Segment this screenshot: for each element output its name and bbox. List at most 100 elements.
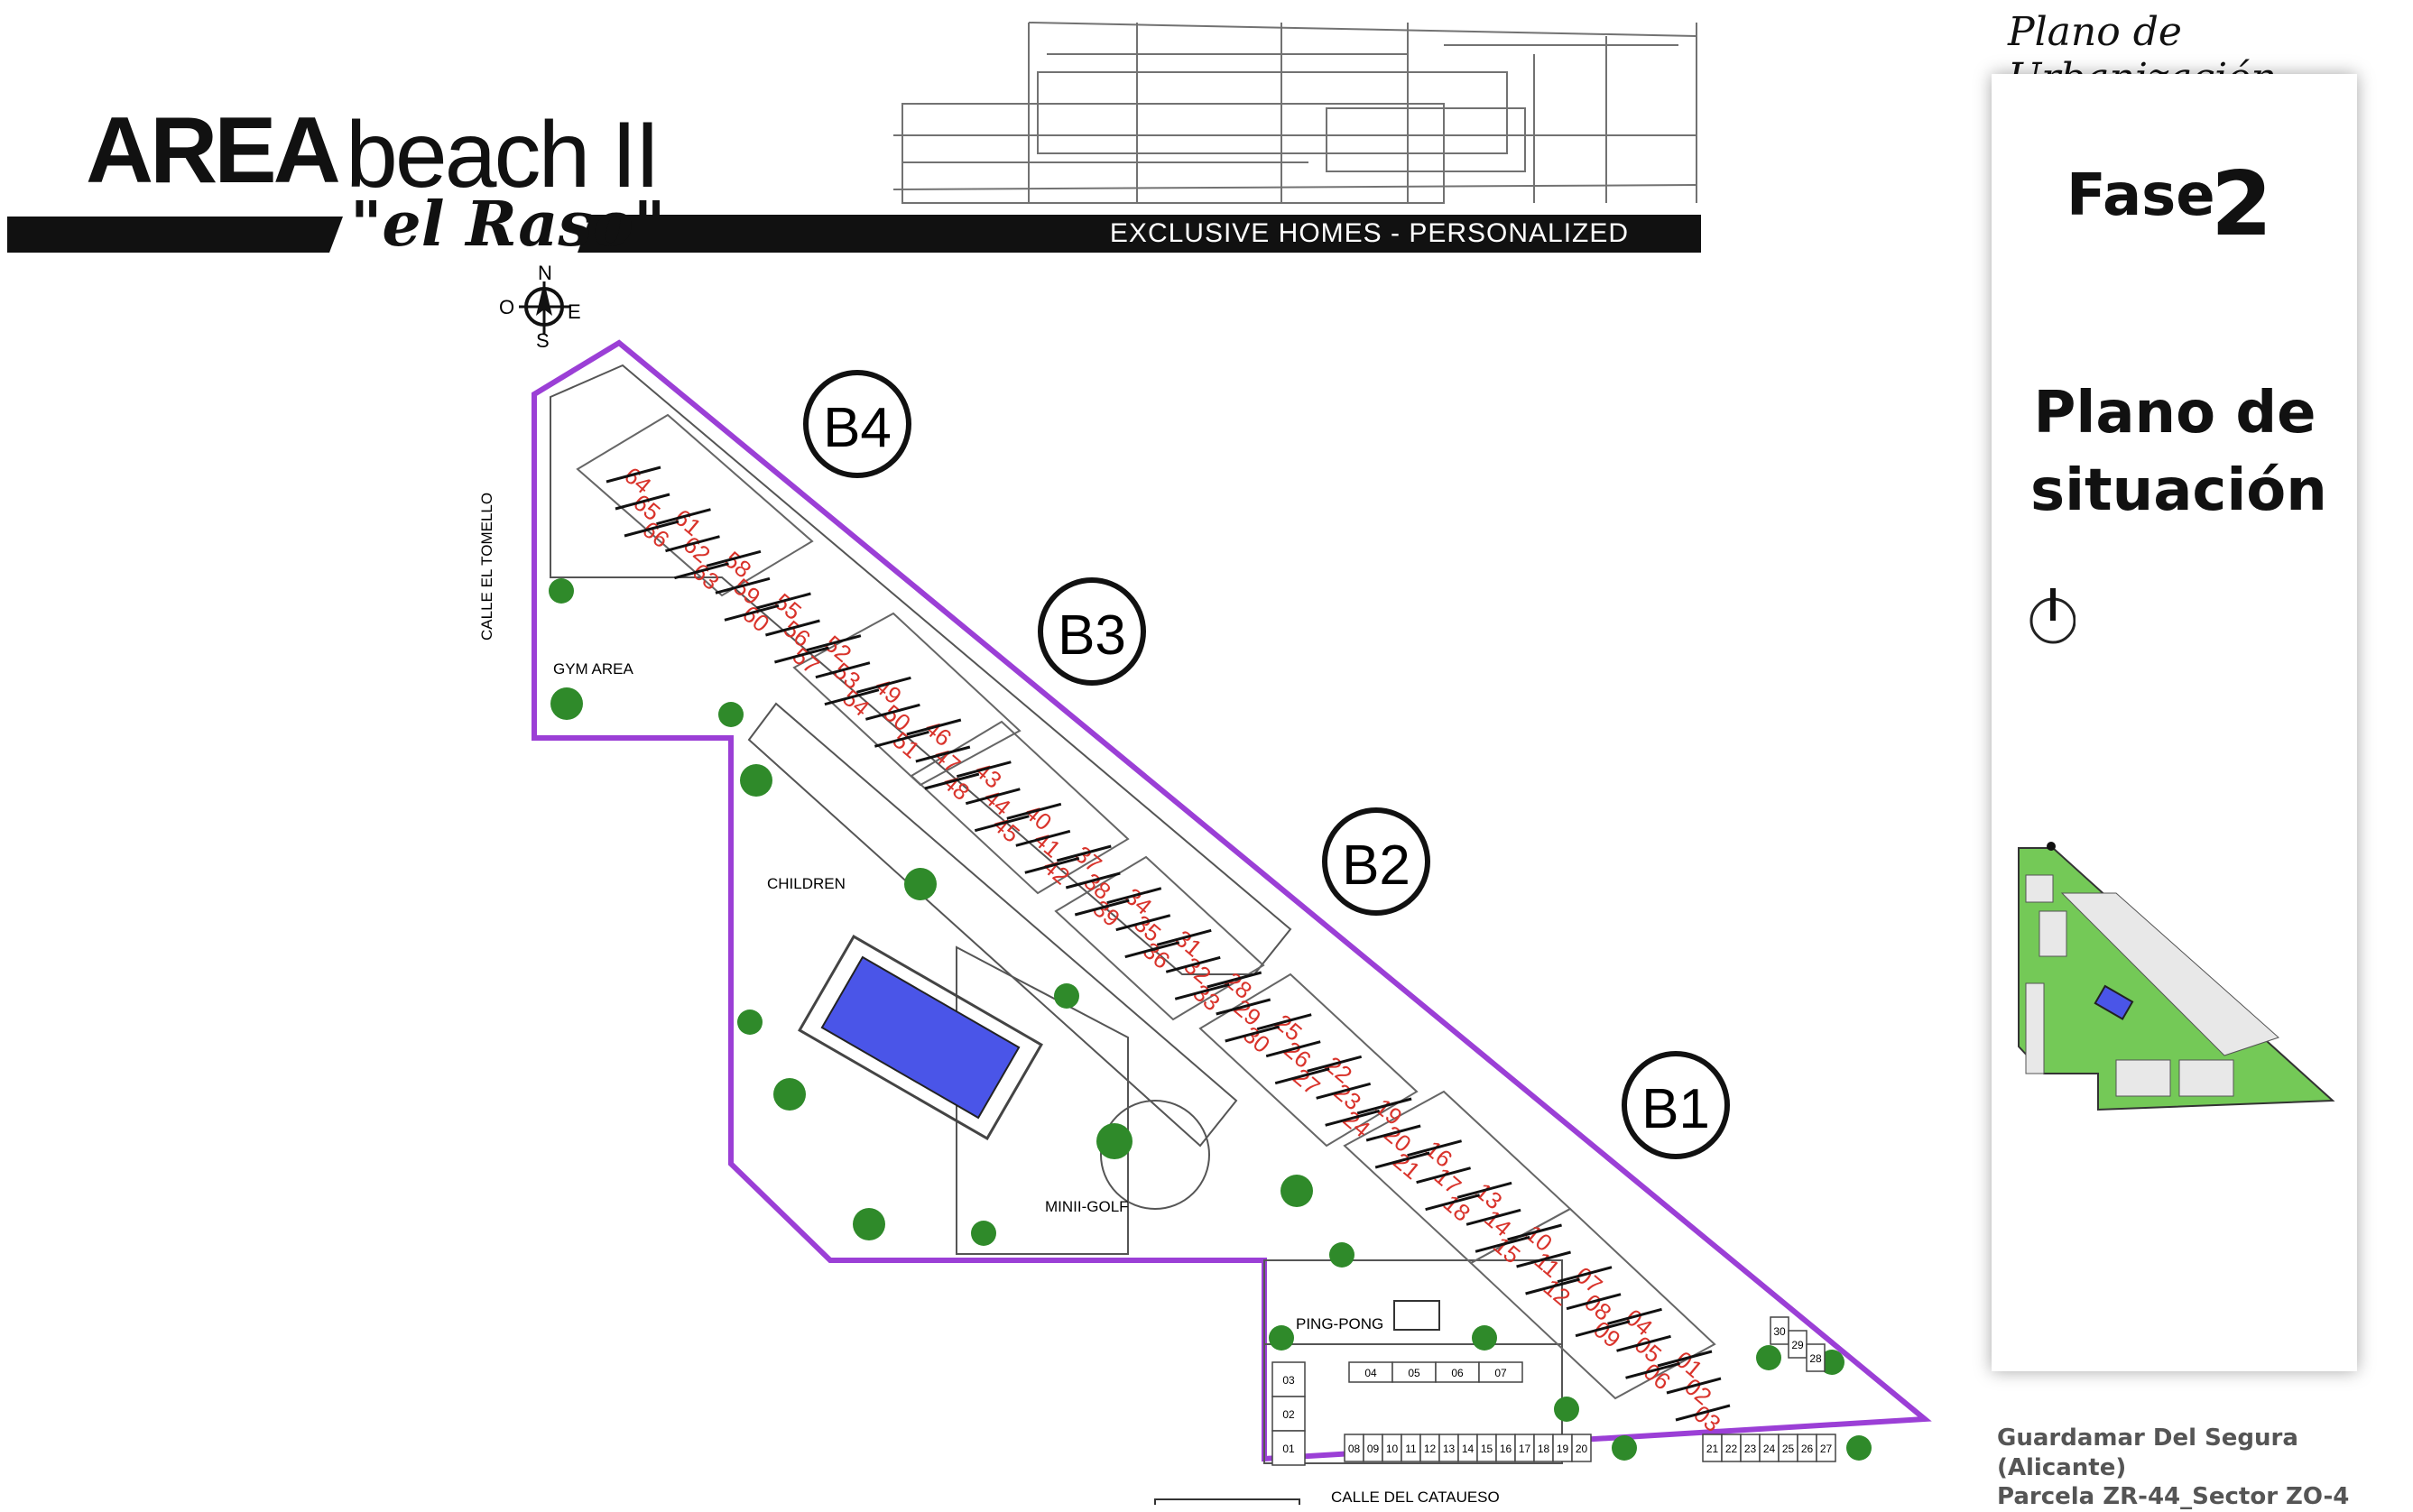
parking-space-label: 01 xyxy=(1282,1443,1295,1455)
parking-space xyxy=(1816,1434,1836,1462)
unit-divider xyxy=(1325,1109,1381,1127)
block-b1-label: B1 xyxy=(1641,1078,1710,1140)
unit-divider xyxy=(915,745,971,763)
unit-divider xyxy=(1516,1250,1571,1268)
unit-divider xyxy=(1507,1223,1562,1241)
header-graphics xyxy=(7,22,1697,253)
unit-divider xyxy=(624,520,680,538)
compass-n: N xyxy=(538,262,552,284)
parking-space-label: 11 xyxy=(1405,1443,1417,1455)
parking-space-label: 03 xyxy=(1282,1374,1295,1387)
unit-divider xyxy=(1006,802,1062,820)
unit-divider xyxy=(1657,1350,1713,1368)
unit-divider xyxy=(674,562,729,580)
unit-divider xyxy=(656,508,711,526)
unit-divider xyxy=(1575,1320,1631,1338)
unit-divider xyxy=(1374,1151,1430,1169)
parking-space-label: 07 xyxy=(1494,1367,1507,1379)
logo-area-text: AREA xyxy=(86,98,341,203)
unit-divider xyxy=(815,661,871,679)
zones-outline xyxy=(550,364,1563,1464)
unit-divider xyxy=(824,688,880,706)
unit-divider xyxy=(1165,955,1221,973)
unit-divider xyxy=(1407,1139,1463,1157)
unit-divider xyxy=(1056,844,1112,862)
unit-divider xyxy=(1616,1334,1671,1352)
unit-divider xyxy=(606,466,661,484)
unit-divider xyxy=(1015,829,1071,847)
unit-divider xyxy=(1365,1124,1421,1142)
compass-e: E xyxy=(568,300,581,323)
parking-space-label: 06 xyxy=(1451,1367,1464,1379)
logo-subtitle: "el Raso" xyxy=(350,189,666,261)
compass-s: S xyxy=(536,329,550,352)
parking-space-label: 12 xyxy=(1424,1443,1437,1455)
unit-divider xyxy=(956,761,1012,779)
parking-space-label: 30 xyxy=(1773,1325,1786,1338)
unit-divider xyxy=(974,815,1030,833)
unit-divider xyxy=(1316,1082,1372,1100)
parking-space-label: 19 xyxy=(1557,1443,1569,1455)
unit-divider xyxy=(765,619,820,637)
unit-divider xyxy=(665,535,720,553)
parking-space xyxy=(1271,1430,1306,1466)
unit-divider xyxy=(855,676,911,694)
unit-divider xyxy=(1356,1097,1412,1115)
block-labels xyxy=(803,370,1730,1159)
children-label: CHILDREN xyxy=(767,875,846,892)
tagline-bar xyxy=(1038,215,1701,253)
unit-divider xyxy=(1425,1194,1481,1212)
pingpong-table-icon xyxy=(1393,1300,1440,1331)
unit-numbers-layer: 0102030405060708091011121314151617181920… xyxy=(606,462,1731,1437)
parking-space-label: 26 xyxy=(1801,1443,1814,1455)
pingpong-label: PING-PONG xyxy=(1296,1315,1383,1332)
parking-space-label: 13 xyxy=(1443,1443,1456,1455)
unit-divider xyxy=(1465,1208,1521,1226)
street-west-label: CALLE EL TOMELLO xyxy=(478,493,495,641)
parking-space-label: 08 xyxy=(1348,1443,1361,1455)
parking-space xyxy=(1271,1361,1306,1397)
unit-divider xyxy=(1216,998,1271,1016)
apartment-blocks xyxy=(576,413,1716,1400)
parking-space-label: 22 xyxy=(1725,1443,1738,1455)
fase-number: 2 xyxy=(2211,153,2273,256)
unit-divider xyxy=(1557,1266,1613,1284)
unit-divider xyxy=(1675,1404,1731,1422)
parking-space-label: 23 xyxy=(1744,1443,1757,1455)
info-panel xyxy=(1992,74,2357,1371)
parking-space-label: 28 xyxy=(1809,1352,1822,1365)
parking-space xyxy=(1478,1361,1523,1383)
parking-space-label: 18 xyxy=(1538,1443,1550,1455)
parking-space-label: 24 xyxy=(1763,1443,1776,1455)
unit-divider xyxy=(774,646,829,664)
pool xyxy=(798,934,1043,1141)
unit-divider xyxy=(706,549,762,567)
unit-divider xyxy=(965,788,1021,806)
compass-rose-icon: N O E S xyxy=(499,262,581,352)
footer-line2: Parcela ZR-44_Sector ZO-4 xyxy=(1997,1483,2350,1510)
unit-divider xyxy=(1074,899,1130,917)
unit-divider xyxy=(906,718,962,736)
plot-boundary xyxy=(532,339,1932,1462)
tagline-text: EXCLUSIVE HOMES - PERSONALIZED ATTENTION xyxy=(1109,218,1630,279)
parking-space-label: 10 xyxy=(1386,1443,1399,1455)
parking-space xyxy=(1806,1343,1826,1372)
unit-divider xyxy=(1156,928,1212,946)
unit-divider xyxy=(1274,1067,1330,1085)
parking-space-label: 20 xyxy=(1576,1443,1588,1455)
parking-space-label: 15 xyxy=(1481,1443,1493,1455)
parking-space-label: 09 xyxy=(1367,1443,1380,1455)
unit-divider xyxy=(1566,1293,1622,1311)
fase-label: Fase xyxy=(2066,162,2215,229)
unit-divider xyxy=(1256,1013,1312,1031)
unit-divider xyxy=(615,493,670,511)
minigolf-label: MINII-GOLF xyxy=(1045,1198,1129,1215)
unit-divider xyxy=(1024,856,1080,874)
unit-divider xyxy=(1265,1040,1321,1058)
unit-divider xyxy=(715,576,771,595)
location-footer: Guardamar Del Segura (Alicante) Parcela … xyxy=(1997,1424,2413,1512)
unit-divider xyxy=(1106,887,1162,905)
parking-space-label: 17 xyxy=(1519,1443,1531,1455)
unit-divider xyxy=(1065,871,1121,890)
